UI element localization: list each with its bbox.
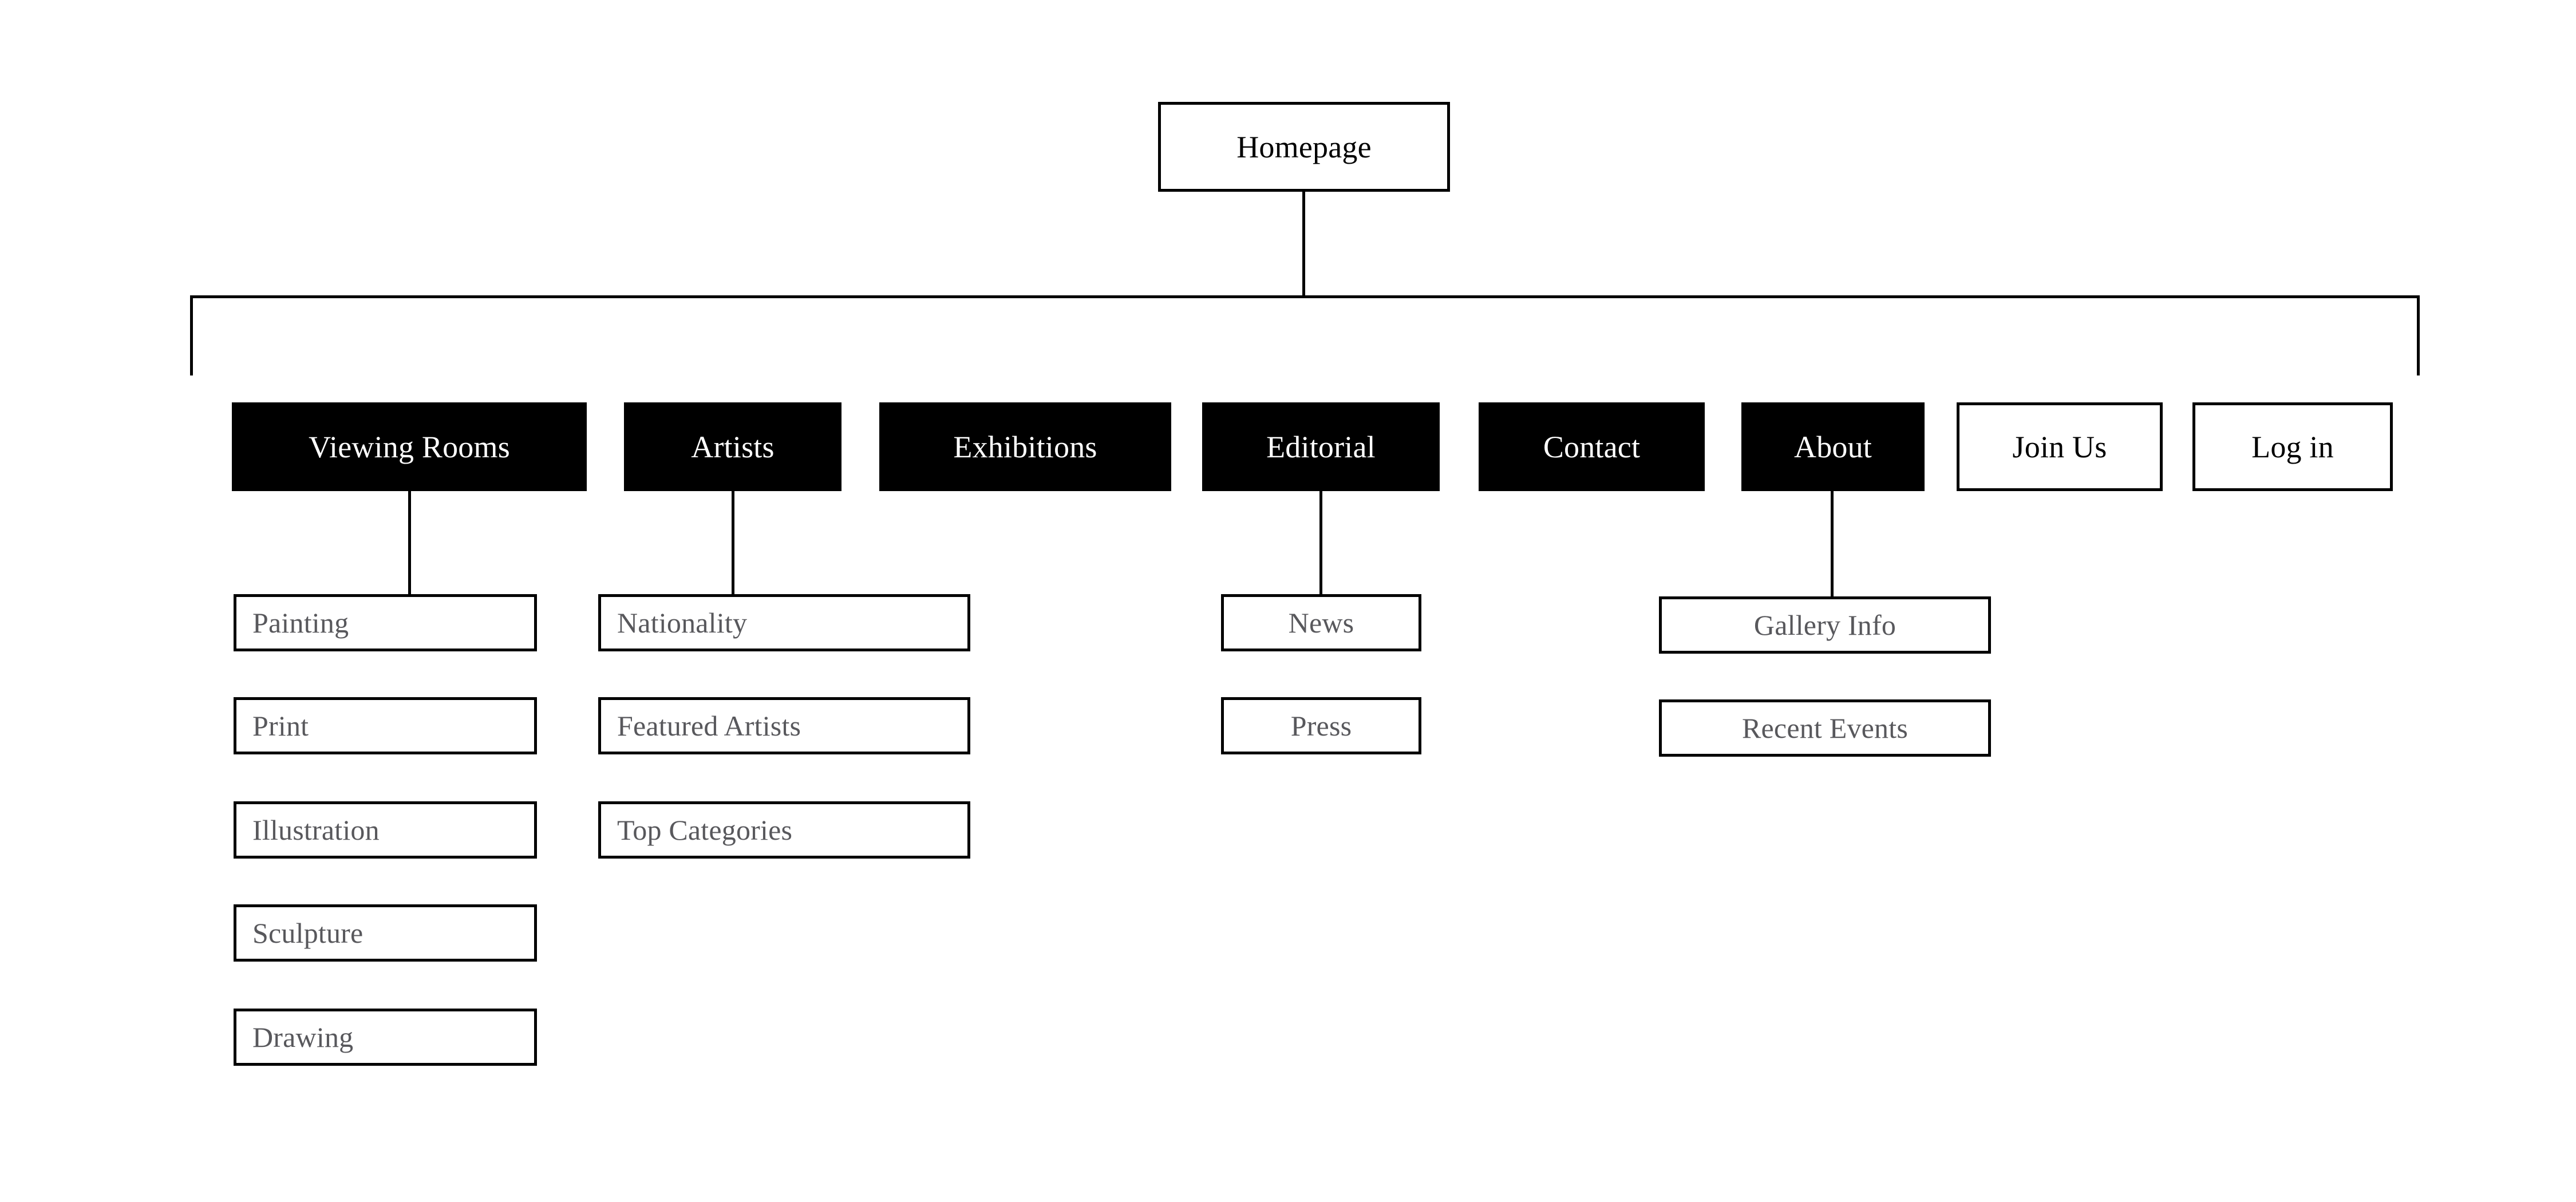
node-join-us-label: Join Us bbox=[2012, 429, 2107, 464]
node-sculpture-label: Sculpture bbox=[252, 917, 364, 949]
connector-root-stem bbox=[1302, 192, 1305, 296]
node-log-in[interactable]: Log in bbox=[2192, 402, 2393, 491]
connector-editorial-stem bbox=[1319, 491, 1322, 594]
node-illustration-label: Illustration bbox=[252, 814, 380, 846]
node-viewing-rooms[interactable]: Viewing Rooms bbox=[232, 402, 587, 491]
node-recent-events-label: Recent Events bbox=[1741, 712, 1908, 744]
node-press-label: Press bbox=[1290, 710, 1352, 742]
node-press[interactable]: Press bbox=[1221, 697, 1421, 754]
connector-viewing-rooms-stem bbox=[408, 491, 411, 594]
node-homepage-label: Homepage bbox=[1236, 129, 1372, 164]
node-news-label: News bbox=[1288, 607, 1354, 639]
node-gallery-info-label: Gallery Info bbox=[1753, 609, 1897, 641]
node-artists-label: Artists bbox=[691, 429, 775, 464]
node-print-label: Print bbox=[252, 710, 309, 742]
node-print[interactable]: Print bbox=[234, 697, 537, 754]
connector-about-stem bbox=[1831, 491, 1834, 596]
node-join-us[interactable]: Join Us bbox=[1957, 402, 2163, 491]
node-recent-events[interactable]: Recent Events bbox=[1659, 699, 1991, 757]
node-nationality[interactable]: Nationality bbox=[598, 594, 970, 651]
connector-bus-right-elbow bbox=[2417, 295, 2420, 375]
connector-bus-horizontal bbox=[190, 295, 2420, 298]
node-exhibitions-label: Exhibitions bbox=[953, 429, 1097, 464]
node-drawing-label: Drawing bbox=[252, 1021, 354, 1053]
node-editorial-label: Editorial bbox=[1266, 429, 1376, 464]
node-featured-artists[interactable]: Featured Artists bbox=[598, 697, 970, 754]
node-homepage[interactable]: Homepage bbox=[1158, 102, 1450, 192]
node-contact-label: Contact bbox=[1543, 429, 1641, 464]
node-featured-artists-label: Featured Artists bbox=[617, 710, 801, 742]
node-painting-label: Painting bbox=[252, 607, 349, 639]
node-editorial[interactable]: Editorial bbox=[1202, 402, 1440, 491]
node-about[interactable]: About bbox=[1741, 402, 1925, 491]
node-illustration[interactable]: Illustration bbox=[234, 801, 537, 859]
node-gallery-info[interactable]: Gallery Info bbox=[1659, 596, 1991, 654]
node-artists[interactable]: Artists bbox=[624, 402, 841, 491]
node-sculpture[interactable]: Sculpture bbox=[234, 904, 537, 962]
node-viewing-rooms-label: Viewing Rooms bbox=[309, 429, 510, 464]
connector-bus-left-elbow bbox=[190, 295, 193, 375]
node-exhibitions[interactable]: Exhibitions bbox=[879, 402, 1171, 491]
connector-artists-stem bbox=[732, 491, 734, 594]
node-contact[interactable]: Contact bbox=[1479, 402, 1705, 491]
node-top-categories-label: Top Categories bbox=[617, 814, 793, 846]
node-nationality-label: Nationality bbox=[617, 607, 748, 639]
node-drawing[interactable]: Drawing bbox=[234, 1009, 537, 1066]
node-painting[interactable]: Painting bbox=[234, 594, 537, 651]
node-news[interactable]: News bbox=[1221, 594, 1421, 651]
node-top-categories[interactable]: Top Categories bbox=[598, 801, 970, 859]
node-about-label: About bbox=[1794, 429, 1872, 464]
node-log-in-label: Log in bbox=[2251, 429, 2334, 464]
